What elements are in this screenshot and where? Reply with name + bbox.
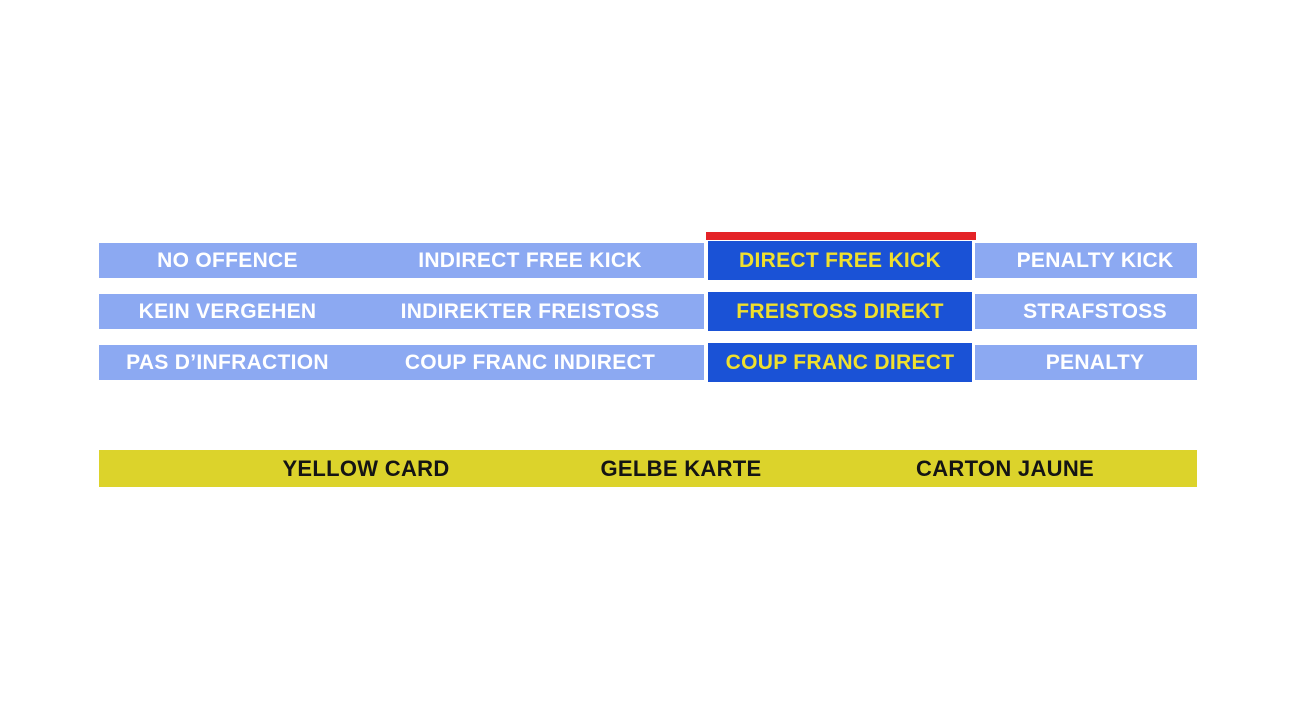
answer-option-pas-d-infraction[interactable]: PAS D’INFRACTION (99, 345, 356, 380)
banner-label-german: GELBE KARTE (600, 456, 762, 481)
answer-option-coup-franc-direct-selected[interactable]: COUP FRANC DIRECT (708, 343, 972, 382)
answer-label: COUP FRANC DIRECT (725, 350, 955, 374)
answer-option-strafstoss[interactable]: STRAFSTOSS (975, 294, 1197, 329)
banner-label-english: YELLOW CARD (282, 456, 450, 481)
banner-label-french: CARTON JAUNE (916, 456, 1094, 481)
answer-label: INDIRECT FREE KICK (418, 248, 642, 272)
answer-option-direct-free-kick-selected[interactable]: DIRECT FREE KICK (708, 241, 972, 280)
answer-option-freistoss-direkt-selected[interactable]: FREISTOSS DIREKT (708, 292, 972, 331)
answer-option-penalty-kick[interactable]: PENALTY KICK (975, 243, 1197, 278)
answer-label: KEIN VERGEHEN (138, 299, 317, 323)
answer-option-indirekter-freistoss[interactable]: INDIREKTER FREISTOSS (356, 294, 704, 329)
answer-label: PENALTY (1045, 350, 1145, 374)
answer-label: COUP FRANC INDIRECT (404, 350, 656, 374)
answer-label: INDIREKTER FREISTOSS (400, 299, 660, 323)
answer-label: STRAFSTOSS (1023, 299, 1167, 323)
answer-label: PAS D’INFRACTION (126, 350, 329, 374)
answer-label: DIRECT FREE KICK (739, 248, 941, 272)
answer-label: FREISTOSS DIREKT (736, 299, 944, 323)
answer-option-indirect-free-kick[interactable]: INDIRECT FREE KICK (356, 243, 704, 278)
answer-option-kein-vergehen[interactable]: KEIN VERGEHEN (99, 294, 356, 329)
selected-answer-indicator-bar (706, 232, 976, 240)
yellow-card-banner: YELLOW CARD GELBE KARTE CARTON JAUNE (99, 450, 1197, 487)
answer-label: NO OFFENCE (157, 248, 298, 272)
answer-option-coup-franc-indirect[interactable]: COUP FRANC INDIRECT (356, 345, 704, 380)
answer-label: PENALTY KICK (1016, 248, 1174, 272)
answer-option-penalty[interactable]: PENALTY (975, 345, 1197, 380)
answer-option-no-offence[interactable]: NO OFFENCE (99, 243, 356, 278)
